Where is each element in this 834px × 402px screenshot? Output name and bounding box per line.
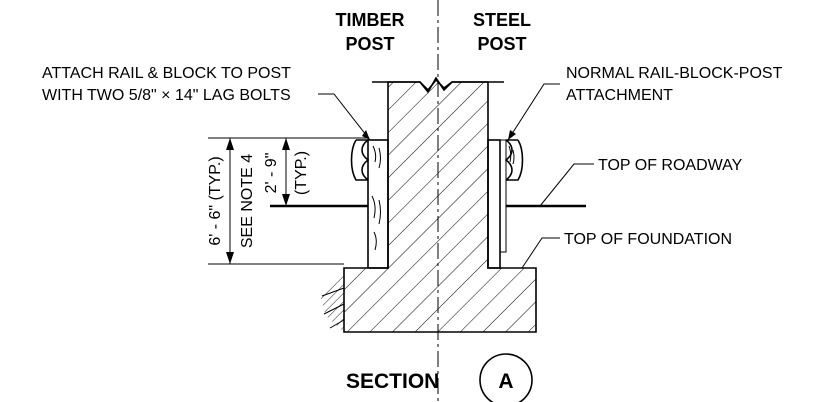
attach-right-arrow: [508, 130, 516, 140]
attach-left-line2: WITH TWO 5/8" × 14" LAG BOLTS: [42, 87, 291, 104]
attach-left-leader: [318, 93, 371, 141]
section-label: SECTION: [346, 370, 439, 393]
section-letter-circle: [479, 353, 533, 402]
soil-hatch: [320, 270, 344, 332]
foundation-leader: [521, 237, 560, 269]
rail-dim-arrow-top: [282, 138, 290, 150]
soil-edge: [321, 287, 345, 329]
steel-post-label-line2: POST: [477, 34, 526, 54]
attach-right-leader: [507, 83, 560, 141]
steel-flange: [499, 139, 507, 253]
steel-rail-grain: [508, 145, 515, 165]
top-of-roadway-label: TOP OF ROADWAY: [598, 157, 743, 174]
overall-dim-arrow-bottom: [226, 252, 234, 264]
overall-dim-arrow-top: [226, 138, 234, 150]
attach-right-line1: NORMAL RAIL-BLOCK-POST: [566, 65, 783, 82]
attach-right-line2: ATTACHMENT: [566, 87, 673, 104]
timber-post-label-line2: POST: [345, 34, 394, 54]
steel-post-label-line1: STEEL: [473, 10, 531, 30]
section-letter: A: [498, 370, 513, 393]
rail-height-typ-label: (TYP.): [293, 151, 310, 195]
top-of-foundation-label: TOP OF FOUNDATION: [564, 231, 732, 248]
timber-post-label-line1: TIMBER: [336, 10, 405, 30]
attach-left-line1: ATTACH RAIL & BLOCK TO POST: [42, 65, 291, 82]
timber-grain: [371, 145, 381, 251]
rail-dim-arrow-bottom: [282, 194, 290, 206]
timber-rail: [350, 139, 370, 181]
steel-blockout: [487, 139, 501, 269]
see-note-label: SEE NOTE 4: [239, 154, 256, 248]
overall-dim-label: 6' - 6" (TYP.): [207, 156, 224, 245]
post-break-line: [372, 76, 504, 94]
timber-blockout: [367, 139, 389, 269]
roadway-leader: [539, 163, 594, 207]
rail-height-label: 2' - 9": [263, 153, 280, 194]
